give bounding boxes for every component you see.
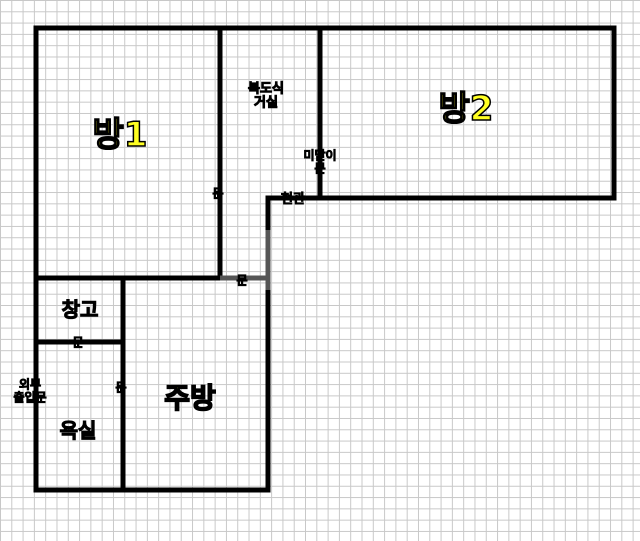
door-label-storage: 문 <box>72 335 84 350</box>
door-label-entrance: 현관 <box>281 192 306 208</box>
room-label-bathroom: 욕실 <box>59 418 97 443</box>
room-label-room2: 방2 <box>438 89 494 130</box>
room-label-kitchen: 주방 <box>163 381 216 415</box>
room-label-hallway: 복도식 거실 <box>248 81 285 110</box>
door-label-exterior: 외부 출입문 <box>13 377 47 404</box>
room-label-storage: 창고 <box>61 297 99 322</box>
room-label-room1: 방1 <box>92 115 148 156</box>
door-label-sliding: 미닫이 문 <box>303 148 337 175</box>
door-label-room1: 문 <box>212 186 224 201</box>
door-label-bathroom: 문 <box>115 380 127 395</box>
door-label-hall: 문 <box>236 273 248 288</box>
